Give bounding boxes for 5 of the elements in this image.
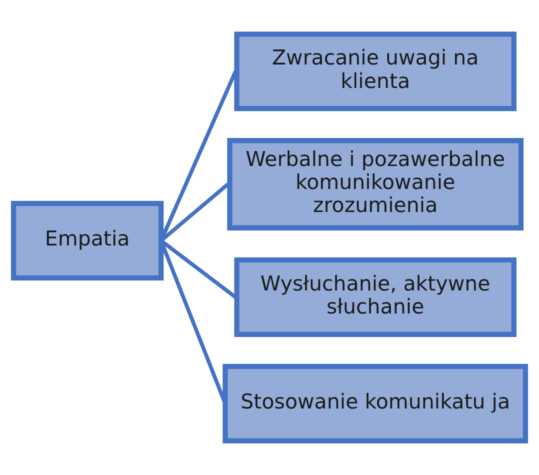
node-box: Empatia [10, 200, 164, 280]
node-box: Werbalne i pozawerbalne komunikowanie zrozumienia [227, 138, 524, 230]
node-box: Zwracanie uwagi na klienta [234, 32, 516, 112]
node-box: Stosowanie komunikatu ja [222, 364, 528, 444]
node-box: Wysłuchanie, aktywne słuchanie [234, 257, 516, 337]
